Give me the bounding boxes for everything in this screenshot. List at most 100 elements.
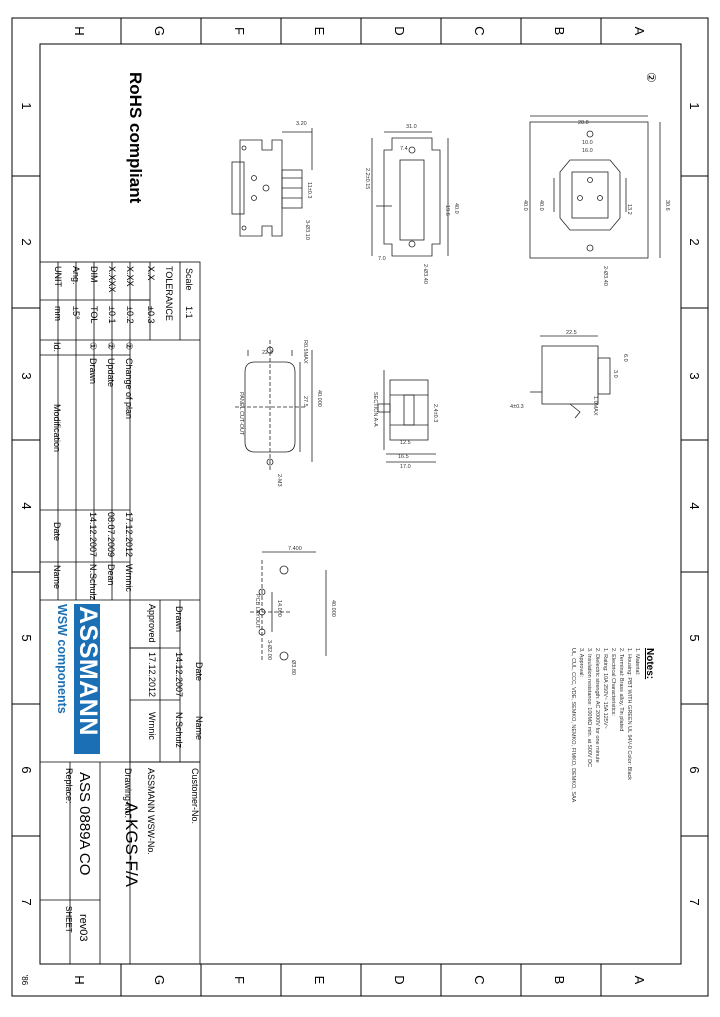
row-markers: 1 2 3 4 5 6 7 1 2 3 4 5 6 7	[12, 102, 708, 906]
rev-id: ②	[106, 342, 116, 350]
notes-title: Notes:	[644, 648, 655, 679]
dim-label: 2.4±0.3	[432, 404, 438, 422]
row-label: 1	[687, 102, 702, 109]
tol-key: X.X	[146, 266, 156, 281]
dim-label: 30.6	[664, 200, 670, 211]
approval-name: Wrnnic	[147, 712, 157, 740]
dim-label: 27.5	[302, 396, 308, 407]
rev-date: 08.07.2009	[106, 512, 116, 557]
column-label: A	[632, 27, 647, 36]
rev-id: ②	[124, 342, 134, 350]
customer-no-label: Customer-No.	[190, 768, 200, 824]
approval-role: Approved	[147, 604, 157, 643]
dim-label: 40.0	[538, 200, 544, 211]
note-line: 3. Approval:	[578, 648, 584, 678]
approval-date: 14.12.2007	[174, 652, 184, 697]
dim-label: 2-Ø3.40	[422, 264, 428, 284]
note-line: 2. Dielectric strength: AC 2000V for one…	[594, 648, 600, 763]
dim-label: 7.0	[378, 256, 386, 262]
rev-header-date: Date	[52, 522, 62, 541]
row-label: 5	[687, 634, 702, 641]
view-panel-cutout	[235, 340, 313, 472]
view-top	[371, 131, 449, 257]
column-label: F	[232, 27, 247, 35]
dim-label: 2-Ø3.40	[602, 266, 608, 286]
tolerance-label: TOLERANCE	[164, 266, 174, 321]
dim-label: 19.6	[444, 205, 450, 216]
dim-label: 16.0	[582, 148, 593, 154]
row-label: 1	[19, 102, 34, 109]
rev-id: ①	[88, 342, 98, 350]
rev-date: 14.12.2007	[88, 512, 98, 557]
dim-label: 22.5	[566, 330, 577, 336]
rev-modification: Change of plan	[124, 358, 134, 419]
approval-role: Drawn	[174, 606, 184, 632]
dim-label: 16.5	[398, 454, 409, 460]
tol-value: ±0.1	[107, 306, 117, 323]
dim-label: 11±0.3	[306, 182, 312, 198]
approval-date-label: Date	[194, 662, 204, 681]
dim-label: 13.2	[626, 204, 632, 215]
tol-key: Ang.	[71, 266, 81, 285]
row-label: 2	[19, 238, 34, 245]
column-label: E	[312, 976, 327, 985]
dim-label: 3-Ø2.00	[266, 640, 272, 660]
part-number: A-KGS-F/A	[122, 802, 141, 888]
scale-label: Scale	[184, 268, 194, 291]
tol-key: X.XXX	[107, 266, 117, 293]
column-label: A	[632, 976, 647, 985]
column-label: D	[392, 26, 407, 35]
dim-label: 31.0	[406, 124, 417, 130]
notes: Notes: 1. Material: 1. Housing: PBT WITH…	[570, 648, 655, 803]
drawing-number: ASS 0889A CO	[76, 772, 93, 875]
column-label: H	[72, 26, 87, 35]
column-label: G	[152, 975, 167, 985]
outer-frame	[11, 17, 709, 997]
row-label: 2	[687, 238, 702, 245]
dim-label: PANEL CUT-OUT	[238, 392, 244, 436]
tol-value: ±0.2	[125, 306, 135, 323]
tol-key: DIM	[89, 266, 99, 283]
dim-label: 40.0	[522, 200, 528, 211]
column-label: E	[312, 27, 327, 36]
column-label: D	[392, 975, 407, 984]
dim-label: PCB LAYOUT	[254, 594, 260, 629]
note-line: 1. Rating: 10A 250V~ 15A 125V~	[602, 648, 608, 729]
rev-date: 17.12.2012	[124, 512, 134, 557]
dim-label: 14.000	[276, 600, 282, 617]
dim-label: 7.4	[400, 146, 408, 152]
rev-header-modification: Modification	[52, 404, 62, 452]
rev-modification: Drawn	[88, 358, 98, 384]
dim-label: 28.8	[578, 120, 589, 126]
row-label: 3	[687, 372, 702, 379]
dim-label: 6.0	[622, 354, 628, 362]
dim-label: 2-M3	[276, 474, 282, 487]
rev-header-id: Id.	[52, 342, 62, 352]
dim-label: 17.0	[400, 464, 411, 470]
dim-label: 4±0.3	[510, 404, 524, 410]
rev-name: N.Schulz	[88, 564, 98, 601]
note-line: 3. Insulation resistance: 100MΩ min. at …	[586, 648, 592, 767]
note-line: 1. Material:	[634, 648, 640, 676]
row-label: 6	[687, 766, 702, 773]
approval-date: 17.12.2012	[147, 652, 157, 697]
row-label: 3	[19, 372, 34, 379]
view-front	[529, 115, 661, 259]
column-label: G	[152, 26, 167, 36]
note-line: 1. Housing: PBT WITH GREEN UL 94V-0 Colo…	[626, 648, 632, 780]
view-section	[377, 370, 436, 463]
tol-value: TOL	[89, 306, 99, 323]
dim-label: 3.0	[612, 370, 618, 378]
dim-label: 40.000	[316, 390, 322, 407]
note-line: 2. Electrical Characteristics:	[610, 648, 616, 716]
dim-label: Ø3.80	[290, 660, 296, 675]
rev-name: Wrnnic	[124, 564, 134, 592]
dim-label: 3.20	[296, 121, 307, 127]
view-side-profile	[231, 128, 313, 237]
dim-label: 3-Ø3.10	[304, 220, 310, 240]
row-label: 6	[19, 766, 34, 773]
dim-label: 10.0	[582, 140, 593, 146]
column-label: H	[72, 975, 87, 984]
drawing-no-label: Drawing-No.	[123, 768, 133, 818]
row-label: 7	[687, 898, 702, 905]
